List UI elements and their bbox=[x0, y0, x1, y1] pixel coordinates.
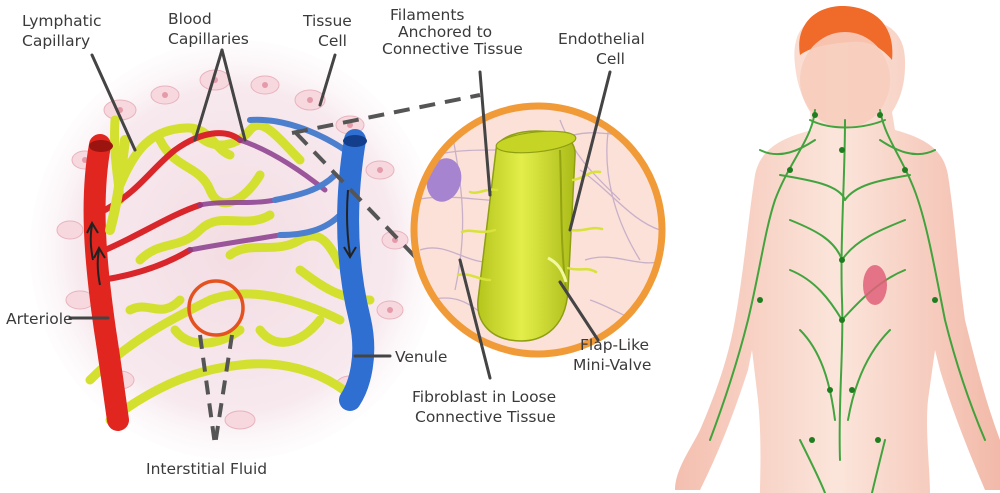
label-lymphatic-capillary: Lymphatic Capillary bbox=[22, 12, 107, 50]
spleen bbox=[863, 265, 887, 305]
lymphatic-capillary-vessel bbox=[105, 135, 130, 235]
zoom-inset bbox=[410, 102, 666, 358]
arteriole-vessel bbox=[83, 134, 129, 431]
label-venule: Venule bbox=[395, 348, 447, 366]
label-blood-capillaries: Blood Capillaries bbox=[168, 10, 249, 48]
lymphatic-capillary-tube bbox=[477, 130, 576, 342]
label-filaments: Filaments Anchored to Connective Tissue bbox=[382, 6, 523, 58]
arteriole-opening bbox=[89, 140, 113, 152]
zoom-ring bbox=[410, 102, 666, 358]
flap-mini-valve bbox=[547, 256, 568, 283]
lymph-nodes bbox=[757, 112, 938, 443]
body-silhouette bbox=[675, 20, 1000, 493]
label-flap-valve: Flap-Like Mini-Valve bbox=[573, 336, 654, 374]
leader-lines bbox=[68, 48, 612, 380]
flow-arrows bbox=[86, 189, 357, 286]
label-tissue-cell: Tissue Cell bbox=[302, 12, 357, 50]
label-arteriole: Arteriole bbox=[6, 310, 73, 328]
lymphatic-network-lines bbox=[709, 109, 986, 493]
fibroblast-nucleus bbox=[426, 158, 462, 202]
blood-capillaries-purple bbox=[187, 137, 328, 253]
label-interstitial-fluid: Interstitial Fluid bbox=[146, 460, 267, 478]
tube-opening bbox=[495, 130, 577, 154]
label-fibroblast: Fibroblast in Loose Connective Tissue bbox=[412, 388, 561, 426]
venule-opening bbox=[343, 135, 367, 147]
interstitial-fluid-pointers bbox=[198, 334, 234, 446]
venule-vessel bbox=[337, 129, 375, 411]
blood-capillaries-red bbox=[99, 130, 243, 283]
label-endothelial-cell: Endothelial Cell bbox=[558, 30, 650, 68]
interstitial-fluid-circle bbox=[187, 279, 245, 337]
body-figure bbox=[675, 5, 1000, 493]
lymphatic-capillary-network bbox=[85, 115, 375, 425]
face bbox=[800, 32, 890, 128]
anchoring-filaments bbox=[456, 170, 604, 282]
zoom-connectors bbox=[291, 93, 481, 267]
blood-capillaries-blue bbox=[247, 116, 348, 238]
